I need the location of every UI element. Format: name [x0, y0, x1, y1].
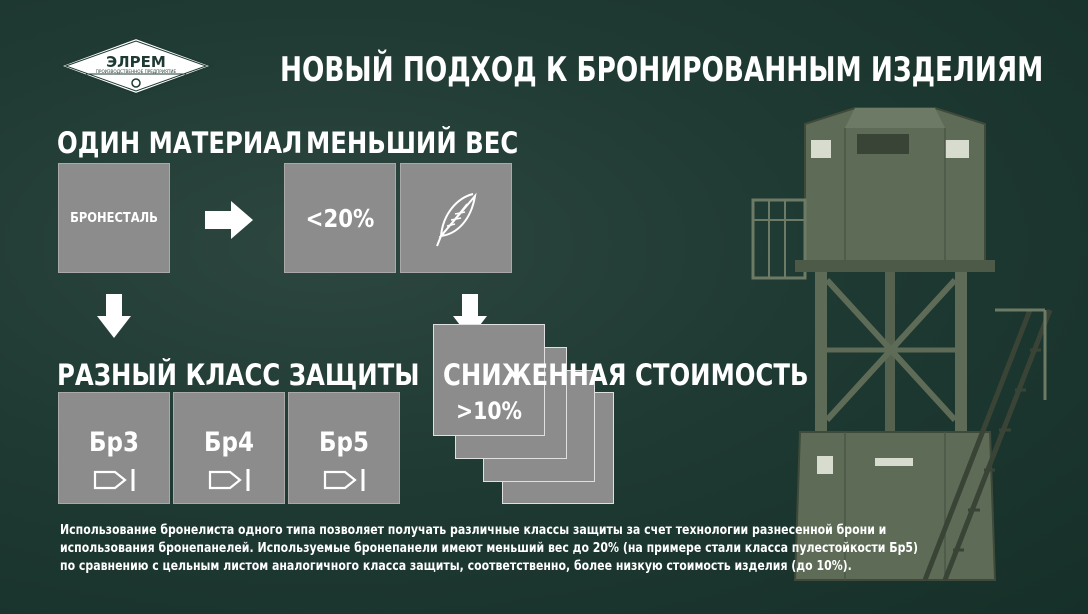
description-line: Использование бронелиста одного типа поз… [60, 523, 887, 538]
heading-protection-class: РАЗНЫЙ КЛАСС ЗАЩИТЫ [57, 358, 420, 392]
bullet-icon [208, 469, 250, 491]
logo-tagline: ПРОИЗВОДСТВЕННОЕ ПРЕДПРИЯТИЕ [96, 69, 177, 74]
description-text: Использование бронелиста одного типа поз… [60, 522, 919, 576]
arrow-right-icon [205, 201, 253, 239]
weight-box-label: <20% [305, 204, 375, 233]
company-logo: ЭЛРЕМ ПРОИЗВОДСТВЕННОЕ ПРЕДПРИЯТИЕ [57, 36, 215, 100]
logo-brand: ЭЛРЕМ [106, 53, 166, 71]
bullet-icon [93, 469, 135, 491]
heading-one-material: ОДИН МАТЕРИАЛ [57, 126, 303, 160]
arrow-down-icon [97, 294, 131, 338]
material-box: БРОНЕСТАЛЬ [58, 163, 170, 273]
cost-box-label: >10% [456, 397, 522, 425]
description-line: по сравнению с цельным листом аналогично… [60, 559, 852, 574]
feather-box [400, 163, 512, 273]
class-label: Бр4 [204, 427, 254, 458]
class-box-br3: Бр3 [58, 392, 170, 504]
class-box-br4: Бр4 [173, 392, 285, 504]
feather-icon [436, 192, 477, 247]
material-box-label: БРОНЕСТАЛЬ [70, 210, 158, 226]
armored-tower-image [751, 107, 1053, 581]
description-line: использования бронепанелей. Используемые… [60, 541, 919, 556]
cost-card-front: >10% [433, 324, 545, 436]
heading-less-weight: МЕНЬШИЙ ВЕС [306, 126, 519, 160]
class-box-br5: Бр5 [288, 392, 400, 504]
page-title: НОВЫЙ ПОДХОД К БРОНИРОВАННЫМ ИЗДЕЛИЯМ [280, 50, 1044, 90]
heading-reduced-cost: СНИЖЕННАЯ СТОИМОСТЬ [443, 358, 809, 392]
class-label: Бр3 [89, 427, 139, 458]
weight-box: <20% [284, 163, 396, 273]
class-label: Бр5 [319, 427, 369, 458]
bullet-icon [323, 469, 365, 491]
